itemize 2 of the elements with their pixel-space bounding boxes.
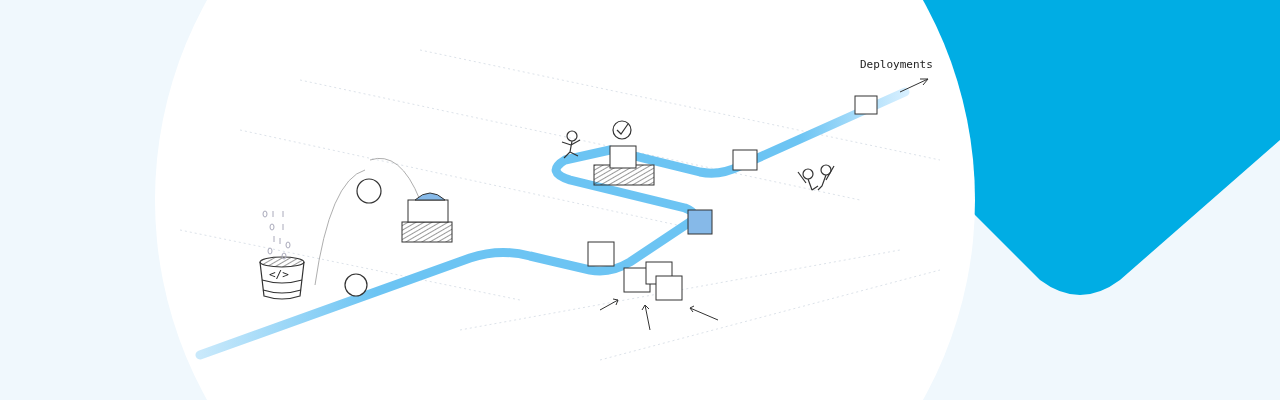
deployments-label: Deployments bbox=[860, 58, 933, 71]
code-symbol: </> bbox=[269, 268, 289, 281]
